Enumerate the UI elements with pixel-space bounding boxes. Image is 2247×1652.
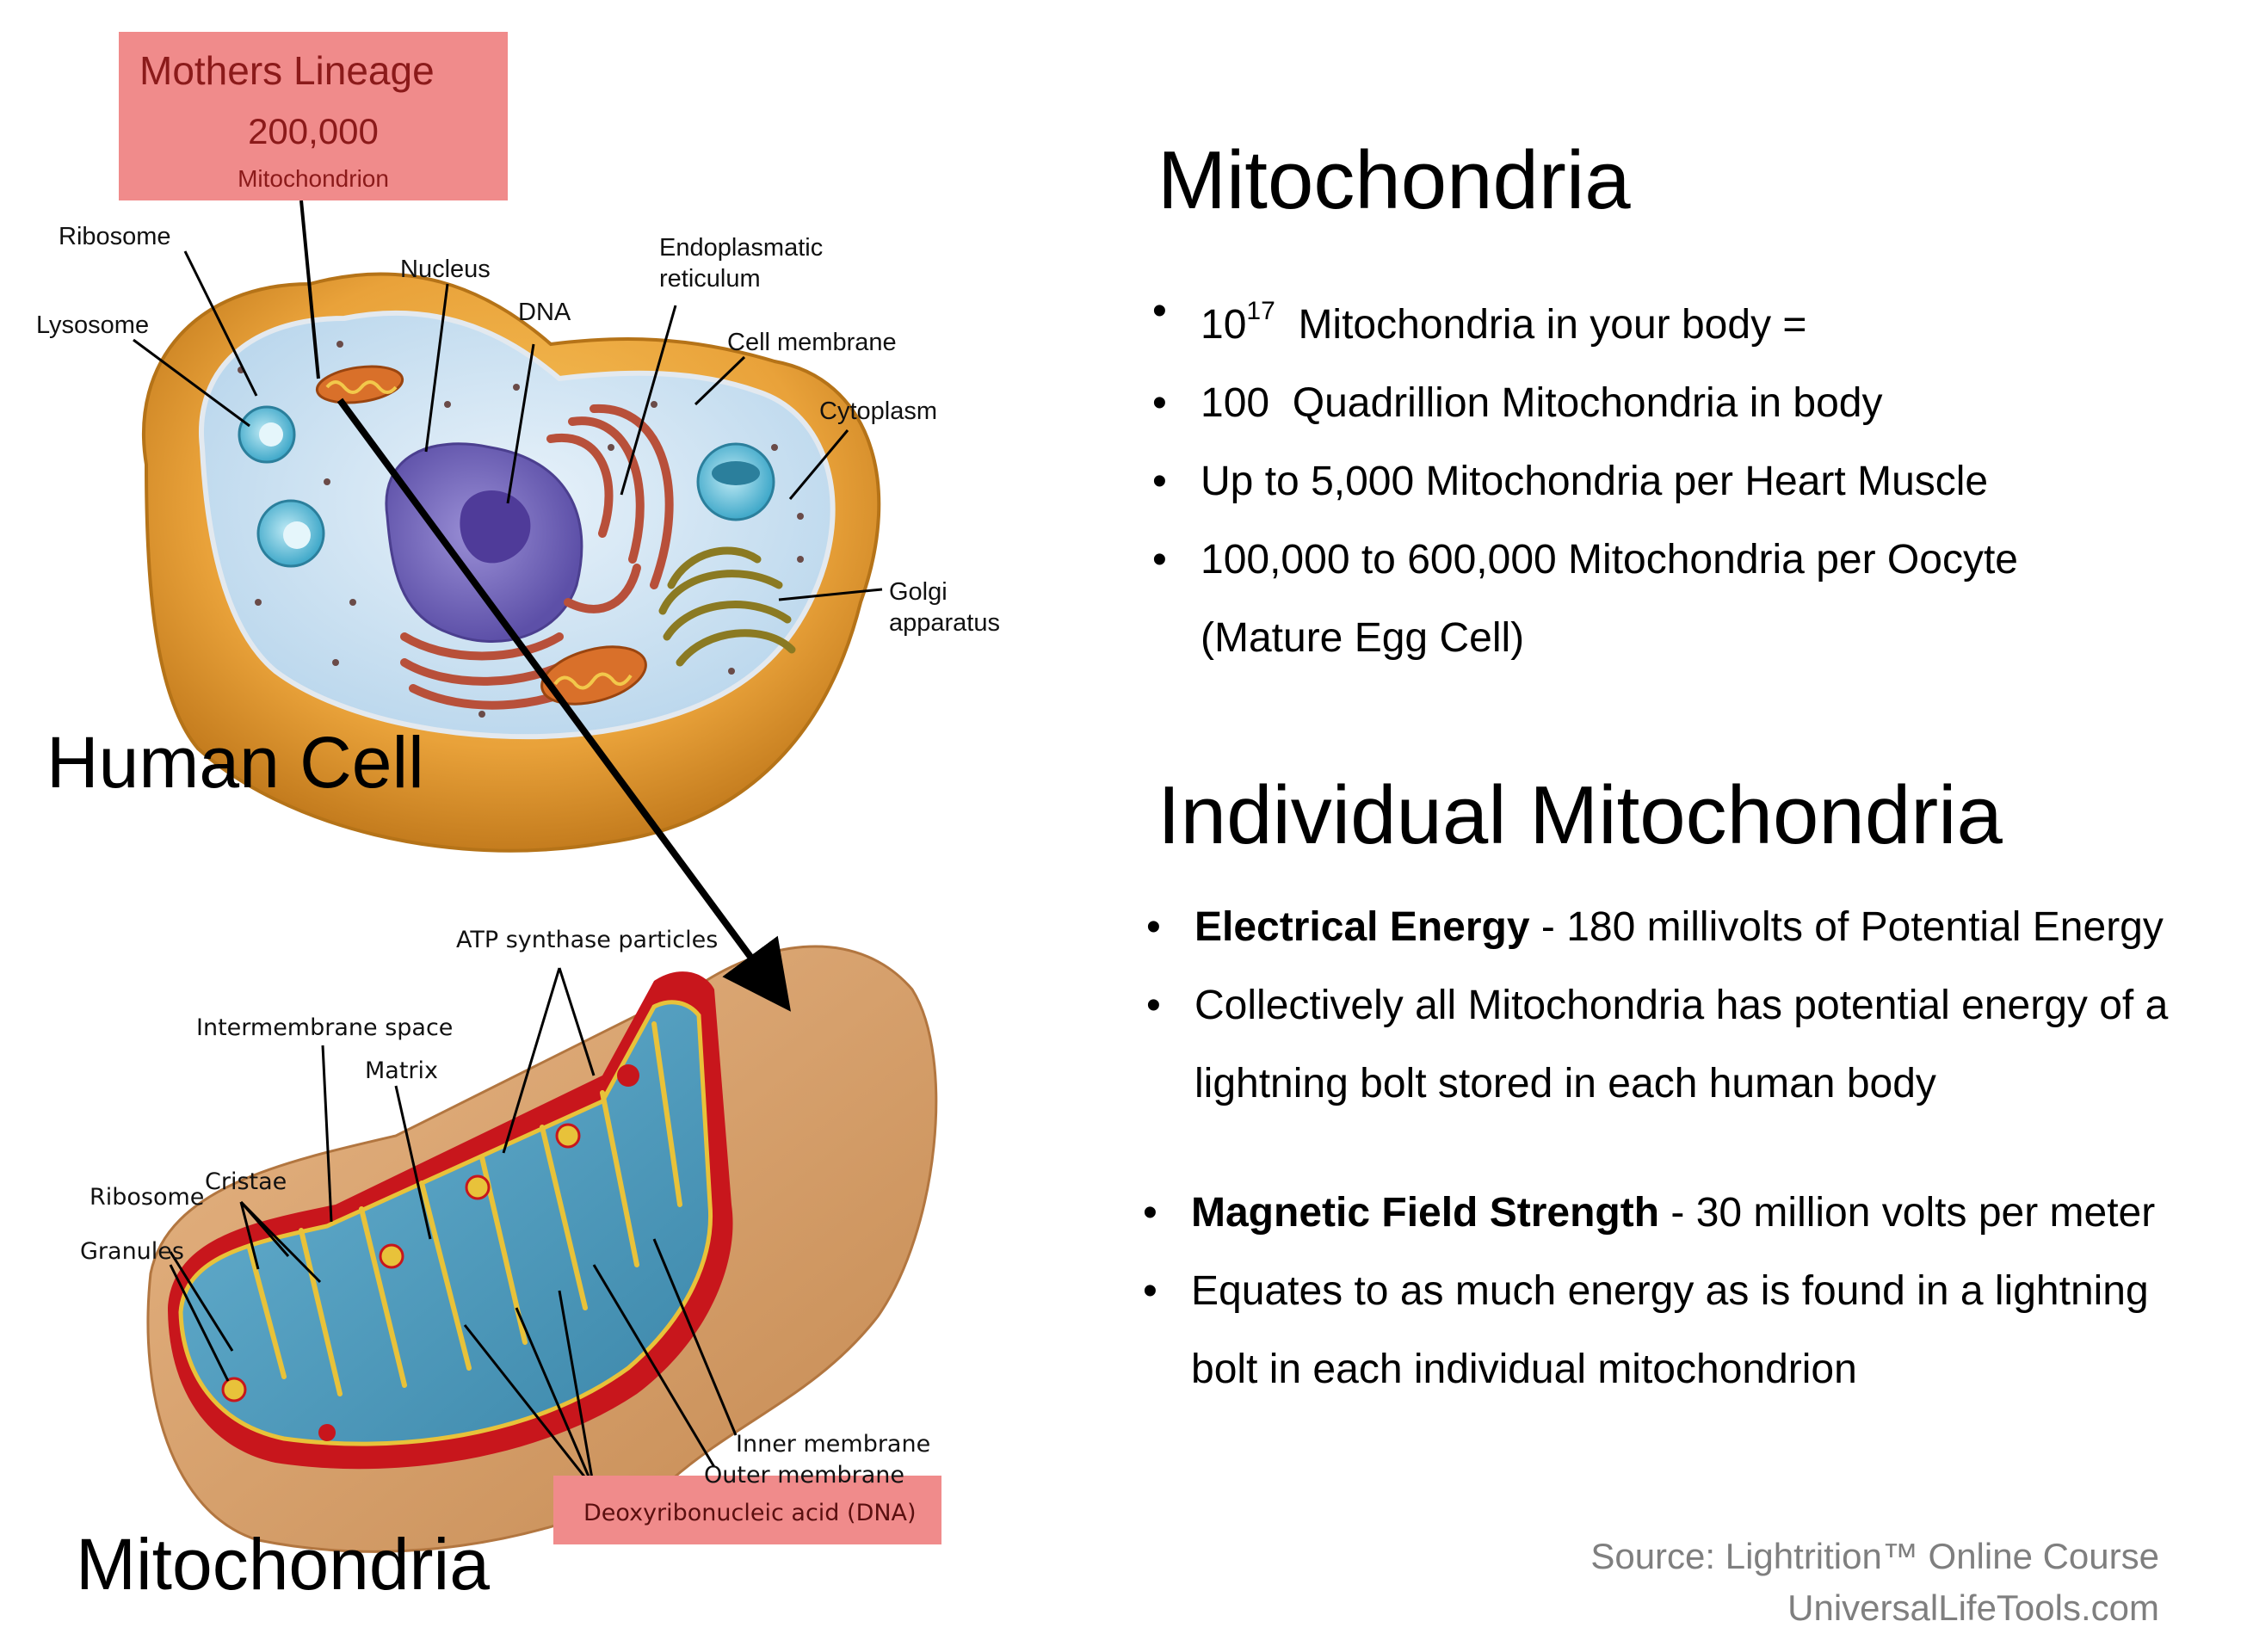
section2-bullet-2: • Collectively all Mitochondria has poten… [1146, 966, 2169, 1123]
bullet-collectively-continuation: lightning bolt stored in each human body [1194, 1061, 1936, 1106]
bullet-1-exponent: 17 [1246, 297, 1275, 325]
lysosome-shapes [238, 405, 775, 568]
label-golgi-line1: Golgi [889, 578, 948, 606]
label-cristae: Cristae [205, 1168, 287, 1195]
label-er-line1: Endoplasmatic [659, 234, 824, 262]
mitochondrion [146, 945, 938, 1553]
bullet-marker: • [1152, 537, 1167, 583]
section1-bullet-4: • 100,000 to 600,000 Mitochondria per Ooc… [1152, 521, 2018, 677]
bullet-1-text: Mitochondria in your body = [1275, 302, 1807, 348]
section2-bullet-list-a: • Electrical Energy - 180 millivolts of P… [1146, 888, 2169, 1123]
source-line-1: Source: Lightrition™ Online Course [1590, 1536, 2159, 1576]
human-cell-caption: Human Cell [46, 722, 424, 803]
nucleolus-shape [460, 490, 531, 564]
label-atp-synthase: ATP synthase particles [456, 927, 719, 953]
bullet-electrical-energy-text: - 180 millivolts of Potential Energy [1529, 904, 2164, 950]
mothers-lineage-subtitle: Mitochondrion [238, 165, 389, 192]
section2-bullet-3: • Magnetic Field Strength - 30 million vo… [1143, 1174, 2156, 1252]
bullet-marker: • [1146, 904, 1161, 950]
cell-mitochondria-shapes [315, 365, 647, 706]
bullet-electrical-energy-bold: Electrical Energy [1194, 904, 1530, 950]
ribosome-dots [238, 341, 804, 718]
label-inner-membrane: Inner membrane [736, 1431, 931, 1458]
label-golgi-line2: apparatus [889, 609, 1000, 637]
bullet-equates-continuation: bolt in each individual mitochondrion [1191, 1347, 1857, 1392]
mitochondria-caption: Mitochondria [76, 1524, 490, 1605]
section2-bullet-1: • Electrical Energy - 180 millivolts of P… [1146, 888, 2168, 966]
label-mito-dna: Deoxyribonucleic acid (DNA) [583, 1500, 917, 1526]
section1-heading: Mitochondria [1157, 134, 1631, 226]
bullet-4-text: 100,000 to 600,000 Mitochondria per Oocy… [1201, 537, 2018, 583]
label-dna: DNA [518, 299, 571, 326]
section1-bullet-2: • 100 Quadrillion Mitochondria in body [1152, 364, 2018, 442]
label-granules: Granules [80, 1238, 184, 1265]
label-intermembrane-space: Intermembrane space [196, 1014, 454, 1041]
leader-lines [133, 250, 883, 1489]
section1-bullet-list: • 1017 Mitochondria in your body = • 100 Q… [1152, 272, 2018, 677]
bullet-1-base: 10 [1201, 302, 1247, 348]
section2-heading: Individual Mitochondria [1157, 769, 2003, 861]
label-lysosome: Lysosome [36, 311, 150, 339]
label-outer-membrane: Outer membrane [704, 1462, 904, 1489]
mothers-lineage-box: Mothers Lineage 200,000 Mitochondrion [119, 32, 508, 200]
bullet-marker: • [1146, 983, 1161, 1028]
bullet-marker: • [1152, 380, 1167, 426]
mothers-lineage-count: 200,000 [248, 111, 379, 151]
section2-bullet-4: • Equates to as much energy as is found i… [1143, 1252, 2155, 1409]
bullet-magnetic-field-bold: Magnetic Field Strength [1191, 1190, 1660, 1236]
section2-bullet-list-b: • Magnetic Field Strength - 30 million vo… [1143, 1174, 2156, 1409]
human-cell [141, 272, 881, 853]
section1-bullet-3: • Up to 5,000 Mitochondria per Heart Musc… [1152, 442, 2018, 521]
label-cytoplasm: Cytoplasm [819, 398, 937, 425]
bullet-marker: • [1152, 459, 1167, 504]
lineage-arrow [299, 200, 791, 1012]
bullet-marker: • [1143, 1268, 1157, 1314]
bullet-2-text: 100 Quadrillion Mitochondria in body [1201, 380, 1883, 426]
bullet-collectively-text: Collectively all Mitochondria has potent… [1194, 983, 2169, 1028]
bullet-marker: • [1143, 1190, 1157, 1236]
label-cell-membrane: Cell membrane [727, 329, 897, 356]
bullet-3-text: Up to 5,000 Mitochondria per Heart Muscl… [1201, 459, 1989, 504]
label-er-line2: reticulum [659, 265, 761, 293]
bullet-marker: • [1152, 288, 1167, 334]
source-line-2: UniversalLifeTools.com [1787, 1587, 2159, 1628]
label-nucleus: Nucleus [400, 256, 491, 283]
label-ribosome: Ribosome [59, 223, 171, 250]
bullet-equates-text: Equates to as much energy as is found in… [1191, 1268, 2149, 1314]
granule-shapes [221, 1064, 639, 1441]
section1-bullet-1: • 1017 Mitochondria in your body = [1152, 272, 2018, 364]
golgi-shape [658, 546, 796, 667]
mothers-lineage-title: Mothers Lineage [139, 48, 435, 93]
dna-label-box [553, 1476, 941, 1544]
bullet-4-continuation: (Mature Egg Cell) [1201, 615, 1525, 661]
label-matrix: Matrix [365, 1057, 439, 1084]
bullet-magnetic-field-text: - 30 million volts per meter [1659, 1190, 2156, 1236]
label-mito-ribosome: Ribosome [90, 1184, 205, 1211]
